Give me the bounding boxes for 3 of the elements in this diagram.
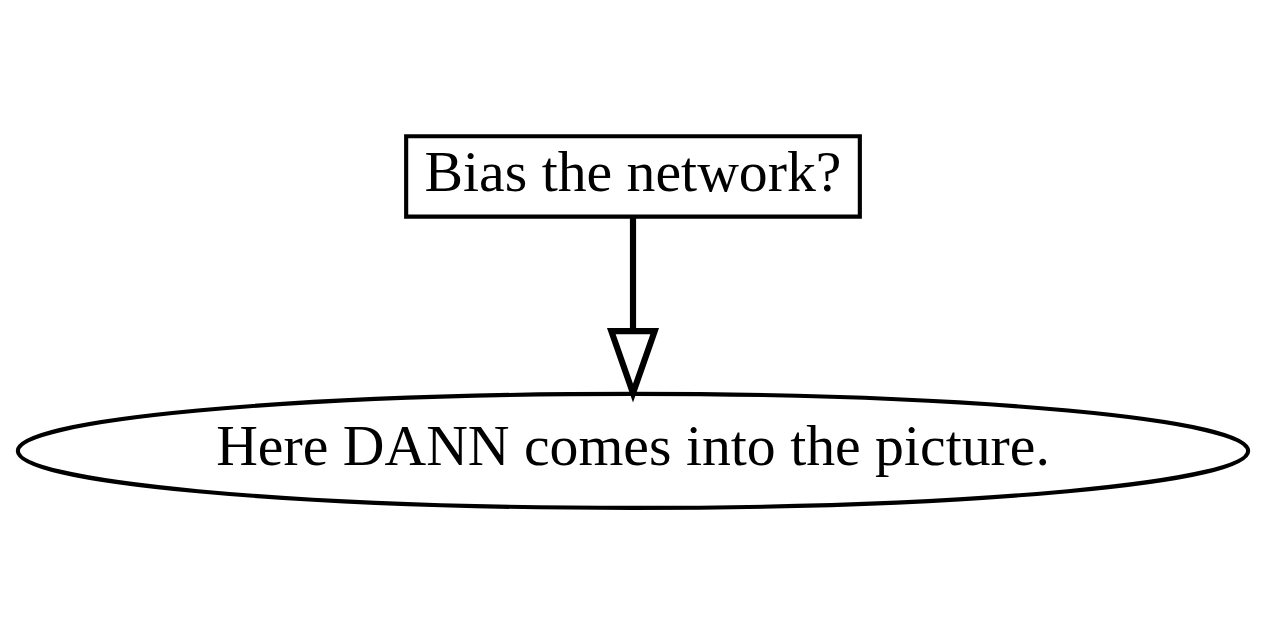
node-ellipse: Here DANN comes into the picture. <box>15 391 1251 510</box>
arrow <box>607 216 659 403</box>
node-box: Bias the network? <box>404 134 862 219</box>
